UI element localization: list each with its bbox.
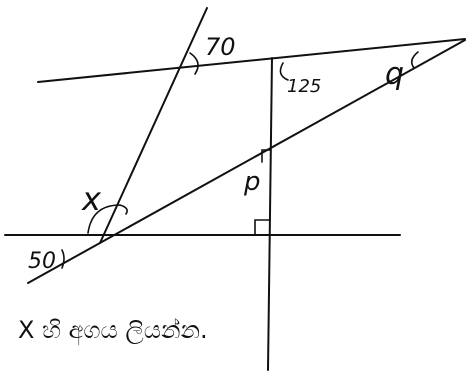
label-125: 125 [287,76,321,97]
angle-arc-x [87,204,128,234]
angle-arc-70 [189,52,199,75]
question-text: X හි අගය ලියන්න. [18,316,208,344]
angle-arc-125 [279,62,289,81]
label-q: q [385,57,404,92]
top-line [37,38,466,83]
angle-arc-p [261,149,271,163]
angle-arc-50 [61,249,65,269]
label-70: 70 [205,33,236,61]
right-angle-mark [254,219,271,236]
slanted-line [99,7,208,244]
label-50: 50 [28,249,56,274]
label-p: p [243,167,261,197]
vertical-line [267,57,273,371]
angle-arc-q [410,51,419,69]
label-x: x [81,180,102,218]
